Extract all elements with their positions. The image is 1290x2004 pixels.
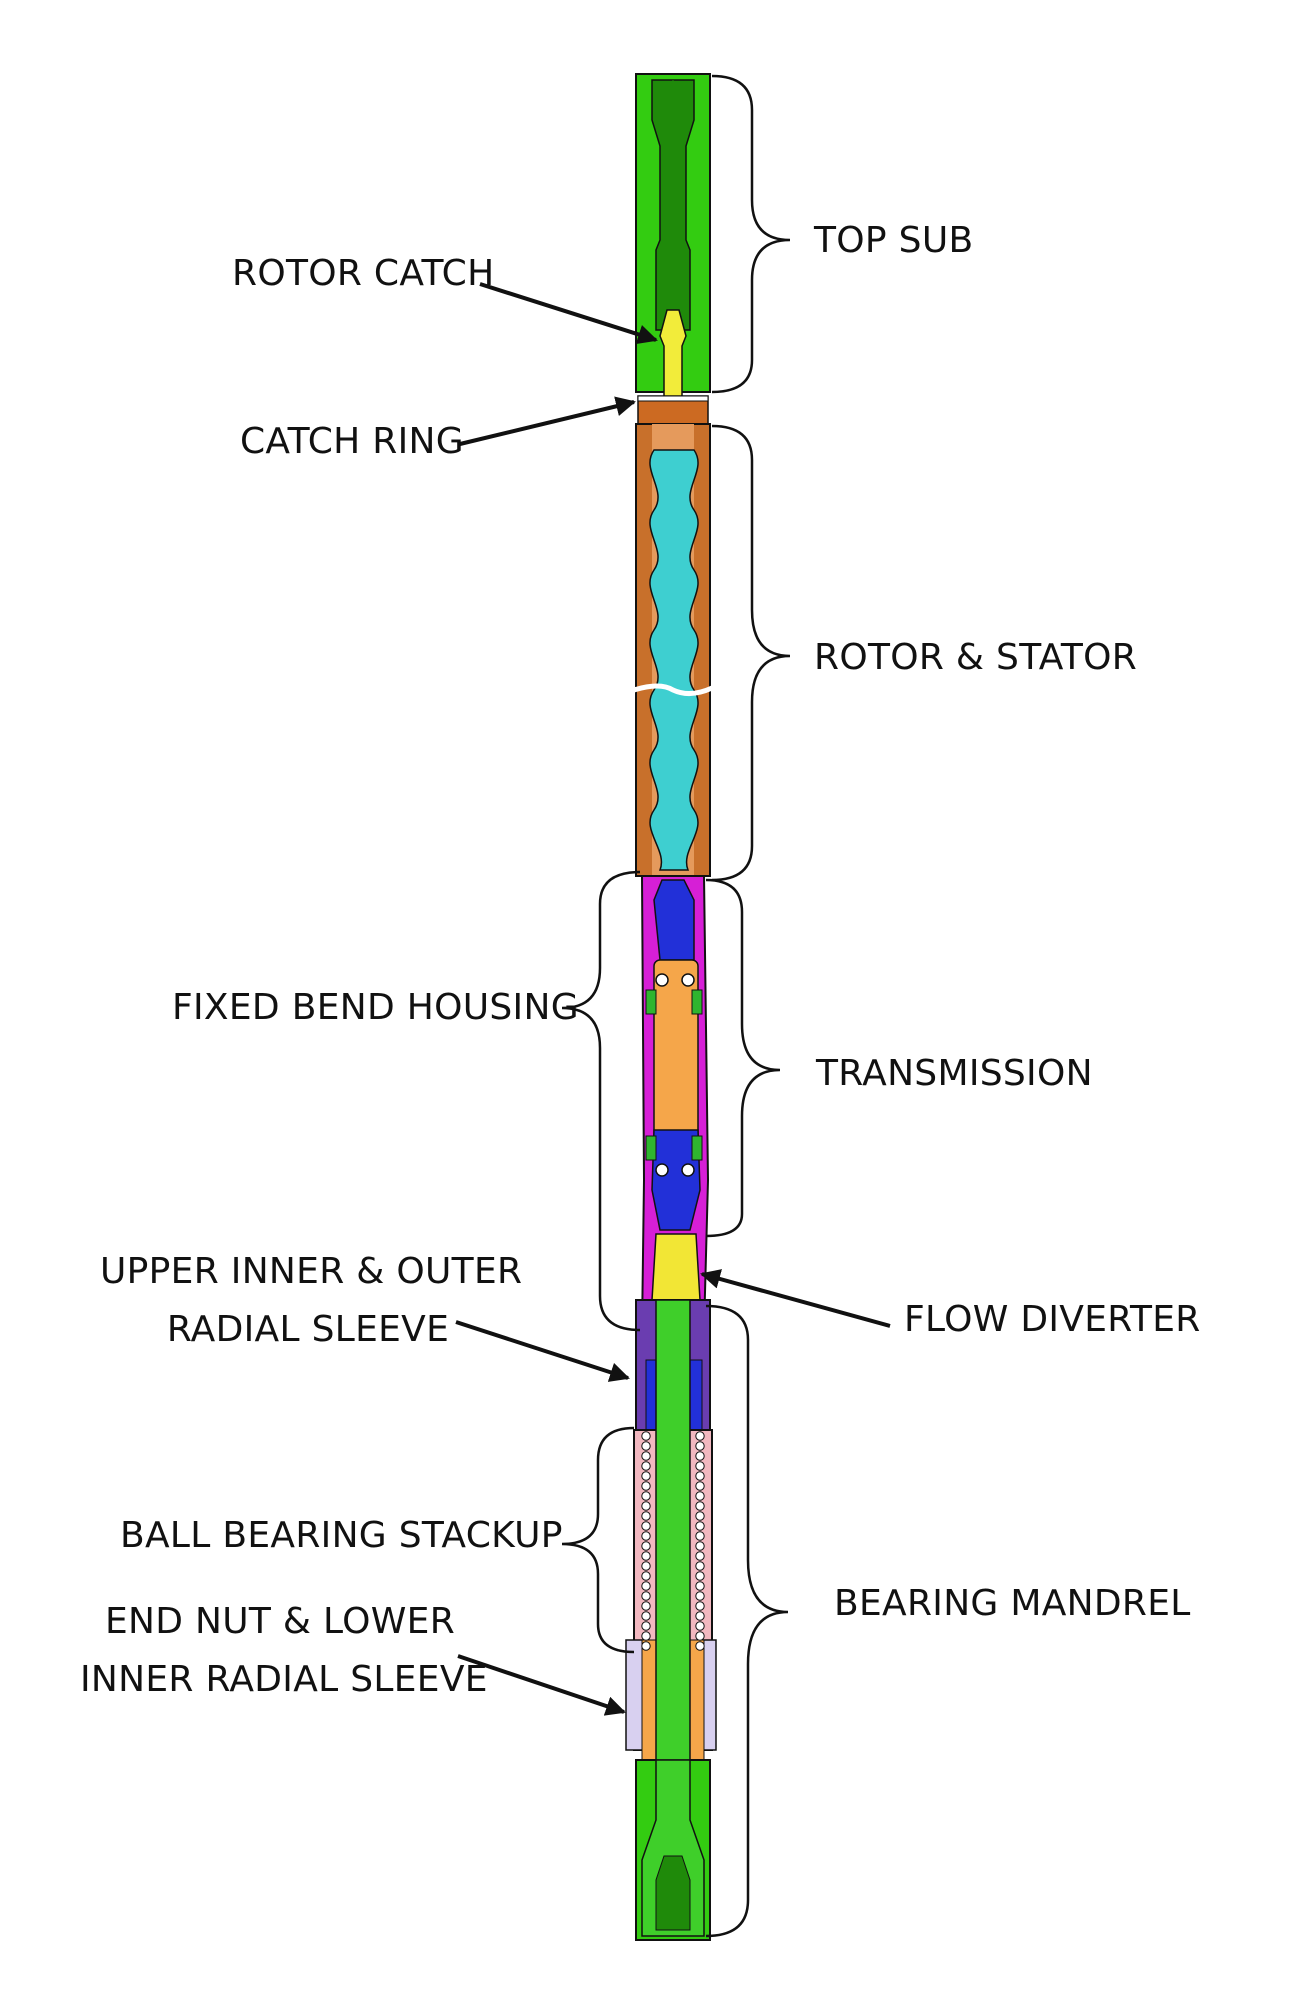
bearing-mandrel-brace	[705, 1304, 789, 1938]
bearing-ball	[695, 1621, 705, 1631]
rotor-stator-label: ROTOR & STATOR	[814, 637, 1138, 678]
bearing-ball	[641, 1611, 651, 1621]
bearing-ball	[641, 1501, 651, 1511]
bearing-ball	[641, 1441, 651, 1451]
tool-body	[625, 73, 717, 1941]
bearing-ball	[641, 1561, 651, 1571]
end-nut-label-line1: END NUT & LOWER	[104, 1601, 456, 1642]
bearing-ball	[641, 1631, 651, 1641]
bearing-ball	[641, 1461, 651, 1471]
bearing-ball	[695, 1571, 705, 1581]
ball-bearing-stackup-label: BALL BEARING STACKUP	[120, 1515, 563, 1556]
catch-ring-arrow	[459, 396, 636, 446]
flow-diverter-arrow	[700, 1269, 891, 1328]
arrows	[455, 282, 891, 1716]
catch-ring-label: CATCH RING	[240, 421, 464, 462]
bearing-ball	[695, 1471, 705, 1481]
bearing-ball	[641, 1641, 651, 1651]
bearing-ball	[641, 1601, 651, 1611]
ball-bearing-stack	[641, 1431, 705, 1651]
bearing-ball	[695, 1501, 705, 1511]
rotor-part	[633, 449, 714, 871]
bearing-ball	[695, 1581, 705, 1591]
transmission-brace	[705, 878, 781, 1238]
fixed-bend-housing-label: FIXED BEND HOUSING	[172, 987, 579, 1028]
bearing-ball	[641, 1581, 651, 1591]
bearing-ball	[641, 1451, 651, 1461]
bearing-ball	[641, 1481, 651, 1491]
rotor-catch-label: ROTOR CATCH	[232, 253, 495, 294]
bearing-ball	[641, 1521, 651, 1531]
bearing-ball	[641, 1591, 651, 1601]
bearing-ball	[641, 1551, 651, 1561]
bearing-ball	[695, 1641, 705, 1651]
bearing-ball	[695, 1451, 705, 1461]
braces	[561, 74, 791, 1938]
flow-diverter-part	[651, 1233, 701, 1301]
bearing-ball	[695, 1601, 705, 1611]
upper-radial-sleeve-label-line2: RADIAL SLEEVE	[166, 1309, 450, 1350]
bearing-mandrel-label: BEARING MANDREL	[834, 1583, 1191, 1624]
bearing-ball	[695, 1611, 705, 1621]
transmission-part	[645, 879, 703, 1231]
bearing-ball	[695, 1491, 705, 1501]
bearing-ball	[695, 1591, 705, 1601]
bearing-ball	[695, 1561, 705, 1571]
bearing-ball	[641, 1571, 651, 1581]
bearing-ball	[641, 1541, 651, 1551]
end-nut-label-line2: INNER RADIAL SLEEVE	[80, 1659, 488, 1700]
bearing-mandrel-part	[641, 1299, 705, 1937]
upper-radial-sleeve-arrow	[455, 1320, 630, 1382]
end-nut-arrow	[457, 1654, 626, 1716]
bearing-ball	[695, 1551, 705, 1561]
bearing-ball	[641, 1531, 651, 1541]
top-sub-brace	[711, 74, 791, 394]
top-sub-label: TOP SUB	[814, 220, 974, 261]
catch-ring-part	[637, 395, 709, 425]
bearing-ball	[695, 1631, 705, 1641]
upper-radial-sleeve-label-line1: UPPER INNER & OUTER	[100, 1251, 523, 1292]
flow-diverter-label: FLOW DIVERTER	[904, 1299, 1201, 1340]
bearing-ball	[695, 1441, 705, 1451]
rotor-catch-arrow	[479, 282, 658, 345]
bearing-ball	[695, 1531, 705, 1541]
bearing-ball	[641, 1511, 651, 1521]
bearing-ball	[695, 1431, 705, 1441]
bearing-ball	[695, 1461, 705, 1471]
bearing-ball	[695, 1511, 705, 1521]
bearing-ball	[641, 1491, 651, 1501]
bearing-ball	[695, 1541, 705, 1551]
bearing-ball	[641, 1431, 651, 1441]
fixed-bend-housing-brace	[561, 870, 641, 1332]
bearing-ball	[641, 1471, 651, 1481]
bearing-ball	[695, 1521, 705, 1531]
rotor-stator-brace	[711, 424, 791, 882]
ball-bearing-brace	[561, 1426, 635, 1654]
transmission-label: TRANSMISSION	[816, 1053, 1093, 1094]
bearing-ball	[695, 1481, 705, 1491]
bearing-ball	[641, 1621, 651, 1631]
